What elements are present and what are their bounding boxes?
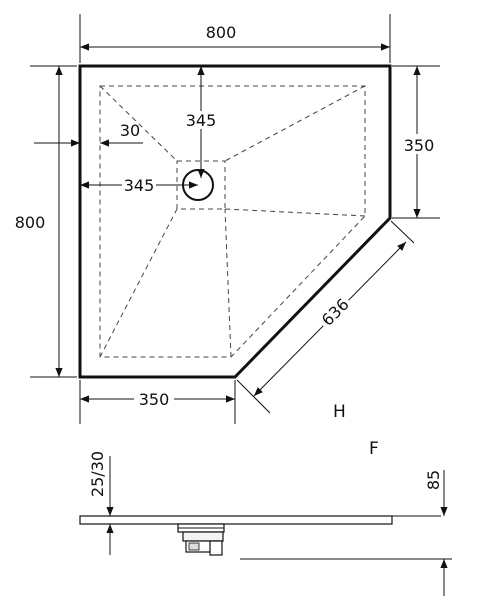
dim-bottom-side: 350 xyxy=(79,380,236,424)
top-view: 800 800 350 350 xyxy=(10,14,440,424)
dim-top-width: 800 xyxy=(79,14,391,63)
dim-bottom-side-label: 350 xyxy=(139,390,170,409)
dim-drain-from-top: 345 xyxy=(185,66,219,178)
inner-border xyxy=(99,85,366,358)
dim-total-height-label: 85 xyxy=(424,470,443,490)
dim-border-width-label: 30 xyxy=(120,121,140,140)
dim-drain-from-left: 345 xyxy=(80,175,198,195)
drain-siphon xyxy=(177,523,225,556)
dim-left-height-label: 800 xyxy=(15,213,46,232)
side-view-label: F xyxy=(369,439,379,459)
dim-total-height: 85 xyxy=(240,470,452,596)
dim-right-side-label: 350 xyxy=(404,136,435,155)
dim-border-width: 30 xyxy=(34,121,143,147)
tray-outline xyxy=(78,64,392,379)
side-view: F 25/30 85 xyxy=(79,439,452,596)
dim-left-height: 800 xyxy=(10,65,77,378)
dim-drain-from-left-label: 345 xyxy=(124,176,155,195)
dim-top-width-label: 800 xyxy=(206,23,237,42)
dim-drain-from-top-label: 345 xyxy=(186,111,217,130)
tray-slab xyxy=(79,515,393,525)
dim-diagonal: 636 xyxy=(236,220,415,414)
dim-tray-thickness-label: 25/30 xyxy=(88,451,107,497)
drain-area xyxy=(176,160,226,210)
dim-right-side: 350 xyxy=(392,65,440,219)
top-view-label: H xyxy=(333,402,346,422)
slope-lines xyxy=(99,85,366,358)
dim-tray-thickness: 25/30 xyxy=(88,451,114,555)
